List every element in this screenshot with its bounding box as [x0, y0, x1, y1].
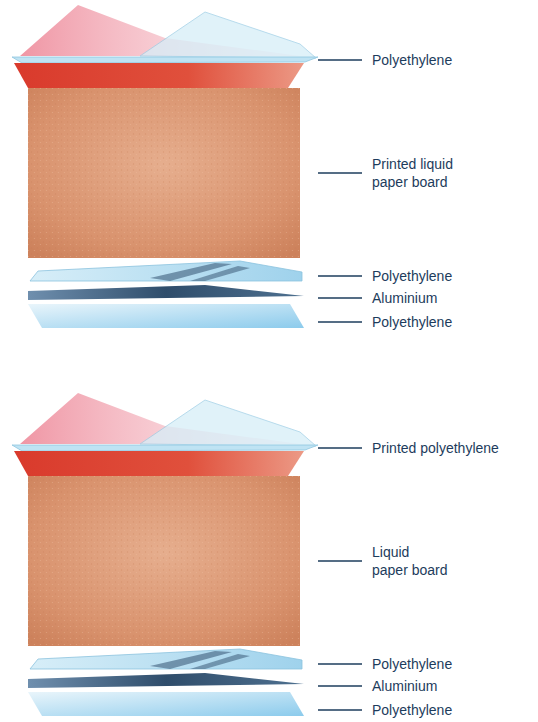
layer-label: Polyethylene — [372, 655, 454, 673]
layer-label: Liquid paper board — [372, 543, 448, 579]
layer-label: Polyethylene — [372, 313, 454, 331]
layer-label: Polyethylene — [372, 701, 454, 719]
layer-label: Printed polyethylene — [372, 439, 500, 457]
layer-label: Aluminium — [372, 289, 439, 307]
carton-layers-stack — [12, 5, 362, 328]
layer-label: Polyethylene — [372, 267, 454, 285]
layer-label: Printed liquid paper board — [372, 155, 453, 191]
layer-label: Aluminium — [372, 677, 439, 695]
layer-label: Polyethylene — [372, 51, 454, 69]
carton-layers-stack — [12, 393, 362, 716]
